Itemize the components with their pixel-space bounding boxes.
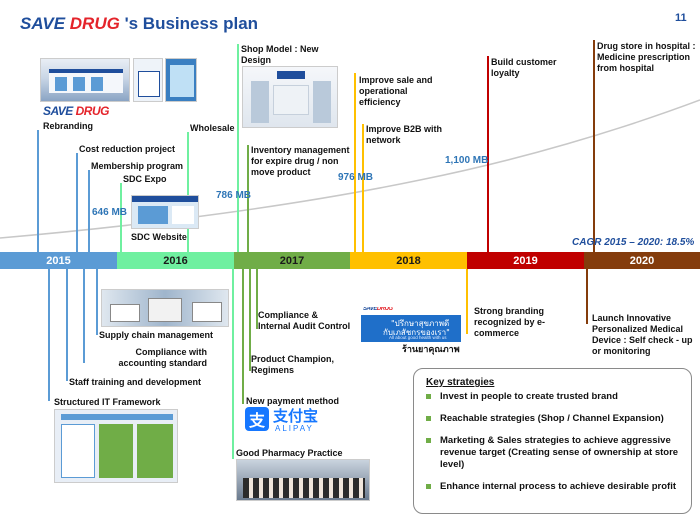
label-launch-device: Launch Innovative Personalized Medical D…	[592, 313, 693, 356]
milestone-line	[66, 269, 68, 381]
label-membership: Membership program	[91, 161, 184, 171]
milestone-line	[586, 269, 588, 324]
page-number: 11	[675, 12, 687, 24]
label-drug-store-hospital: Drug store in hospital : Medicine prescr…	[597, 41, 696, 73]
title-brand-logo: SAVE DRUG	[20, 14, 120, 33]
it-framework-diagram	[54, 409, 178, 483]
list-item: Invest in people to create trusted brand	[424, 391, 686, 403]
bullet-icon	[426, 438, 431, 443]
label-rebranding: Rebranding	[43, 121, 94, 131]
key-strategies-box: Key strategies Invest in people to creat…	[413, 368, 692, 514]
banner-caption: ร้านยาคุณภาพ	[402, 345, 460, 355]
label-compliance-accounting: Compliance with accounting standard	[118, 347, 207, 368]
label-cost-reduction: Cost reduction project	[79, 144, 176, 154]
label-payment-method: New payment method	[246, 396, 340, 406]
milestone-line	[256, 269, 258, 329]
alipay-icon: 支	[245, 407, 269, 431]
label-it-framework: Structured IT Framework	[54, 397, 161, 407]
title-suffix: 's Business plan	[124, 14, 259, 33]
label-compliance-audit: Compliance & Internal Audit Control	[258, 310, 351, 331]
revenue-2017: 976 MB	[338, 172, 374, 183]
banner-line-2: กับเภสัชกรของเรา"	[383, 328, 450, 337]
label-product-champion: Product Champion, Regimens	[251, 354, 334, 375]
rebranding-store-photo	[40, 58, 130, 102]
key-strategies-list: Invest in people to create trusted brand…	[424, 391, 686, 503]
cagr-label: CAGR 2015 – 2020: 18.5%	[572, 237, 695, 248]
milestone-line	[487, 56, 489, 252]
label-sdc-website: SDC Website	[131, 232, 187, 242]
revenue-2018: 1,100 MB	[445, 155, 489, 166]
year-2016: 2016	[117, 252, 234, 269]
milestone-line	[187, 132, 189, 252]
alipay-logo: 支 支付宝 ALIPAY	[245, 405, 325, 435]
year-2019: 2019	[467, 252, 584, 269]
year-2020: 2020	[584, 252, 700, 269]
milestone-line	[249, 269, 251, 371]
list-item: Enhance internal process to achieve desi…	[424, 481, 686, 493]
supply-chain-photo	[101, 289, 229, 327]
milestone-line	[466, 269, 468, 334]
label-good-pharmacy: Good Pharmacy Practice	[236, 448, 343, 458]
label-staff-training: Staff training and development	[69, 377, 202, 387]
revenue-2015: 646 MB	[92, 207, 128, 218]
thai-branding-banner: SAVEDRUG "ปรึกษาสุขภาพดี กับเภสัชกรของเร…	[361, 307, 461, 342]
banner-logo: SAVEDRUG	[363, 307, 393, 312]
page-title: SAVE DRUG 's Business plan	[20, 14, 258, 34]
milestone-line	[242, 269, 244, 404]
good-pharmacy-group-photo	[236, 459, 370, 501]
year-2018: 2018	[350, 252, 467, 269]
label-supply-chain: Supply chain management	[99, 330, 214, 340]
milestone-line	[83, 269, 85, 363]
milestone-line	[362, 124, 364, 252]
alipay-latin: ALIPAY	[275, 424, 314, 433]
list-item: Reachable strategies (Shop / Channel Exp…	[424, 413, 686, 425]
list-item: Marketing & Sales strategies to achieve …	[424, 435, 686, 471]
milestone-line	[37, 130, 39, 252]
shop-model-photo	[242, 66, 338, 128]
year-2015: 2015	[0, 252, 117, 269]
milestone-line	[237, 44, 239, 252]
key-strategies-title: Key strategies	[426, 377, 495, 388]
milestone-line	[247, 145, 249, 252]
brand-logo: SAVE DRUG	[43, 104, 109, 118]
label-inventory: Inventory management for expire drug / n…	[251, 145, 350, 177]
milestone-line	[593, 40, 595, 252]
label-sdc-expo: SDC Expo	[123, 174, 167, 184]
label-strong-branding: Strong branding recognized by e-commerce	[474, 306, 546, 338]
milestone-line	[96, 269, 98, 335]
year-2017: 2017	[234, 252, 350, 269]
alipay-chinese: 支付宝	[273, 407, 319, 425]
label-build-loyalty: Build customer loyalty	[491, 57, 557, 78]
rebranding-brochure-photo	[165, 58, 197, 102]
bullet-icon	[426, 484, 431, 489]
bullet-icon	[426, 416, 431, 421]
revenue-2016: 786 MB	[216, 190, 252, 201]
milestone-line	[120, 183, 122, 252]
label-improve-sale: Improve sale and operational efficiency	[359, 75, 433, 107]
milestone-line	[354, 73, 356, 252]
milestone-line	[76, 153, 78, 252]
banner-line-1: "ปรึกษาสุขภาพดี	[391, 319, 450, 328]
label-shop-model: Shop Model : New Design	[241, 44, 319, 65]
rebranding-product-photo	[133, 58, 163, 102]
label-wholesale: Wholesale	[190, 123, 235, 133]
banner-sub: All about good health with us	[389, 335, 447, 340]
sdc-website-photo	[131, 195, 199, 229]
bullet-icon	[426, 394, 431, 399]
milestone-line	[48, 269, 50, 401]
milestone-line	[232, 269, 234, 459]
label-improve-b2b: Improve B2B with network	[366, 124, 443, 145]
milestone-line	[88, 170, 90, 252]
